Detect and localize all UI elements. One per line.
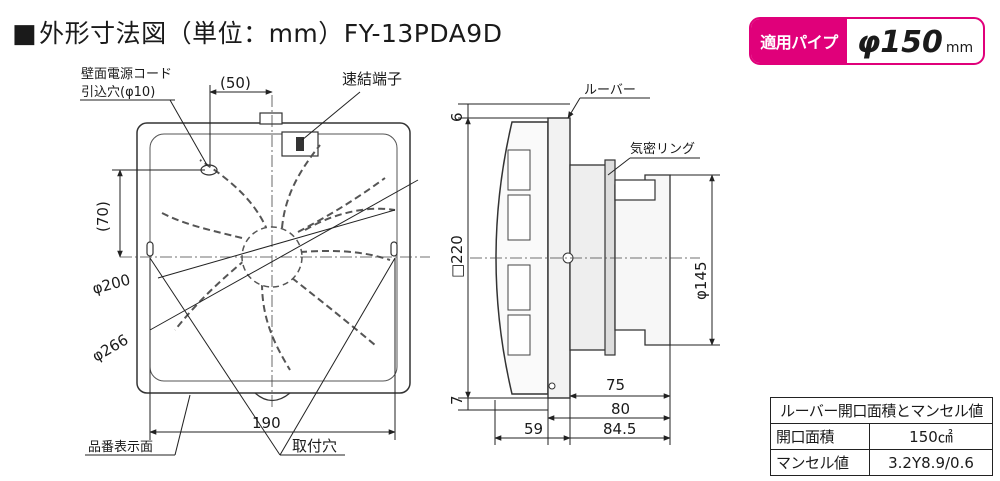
dim-220-label: □220 <box>448 235 466 278</box>
title-text: 外形寸法図（単位：mm）FY-13PDA9D <box>39 19 503 48</box>
dim-phi266-label: φ266 <box>89 331 131 366</box>
dim-phi145-label: φ145 <box>692 261 710 300</box>
front-top-tab <box>259 112 283 125</box>
side-screw-bottom <box>548 382 556 390</box>
pipe-badge-label: 適用パイプ <box>751 19 847 63</box>
dim-70-label: (70) <box>94 201 112 232</box>
side-motor-housing <box>569 164 611 351</box>
seal-ring-label: 気密リング <box>630 141 695 157</box>
title-square-mark: ■ <box>12 19 38 49</box>
dim-7-label: 7 <box>448 395 466 405</box>
spec-table: ルーバー開口面積とマンセル値 開口面積 150㎠ マンセル値 3.2Y8.9/0… <box>770 397 993 476</box>
cord-hole-label-line1: 壁面電源コード <box>81 67 172 82</box>
spec-key-open-area: 開口面積 <box>770 423 870 450</box>
spec-value-open-area: 150㎠ <box>869 423 993 450</box>
louver-slats <box>507 149 531 356</box>
side-terminal <box>614 179 656 201</box>
side-leaders <box>567 97 700 176</box>
pipe-badge: 適用パイプ φ150 mm <box>749 17 985 65</box>
pipe-diameter: φ150 <box>856 25 943 60</box>
page-title: ■外形寸法図（単位：mm）FY-13PDA9D <box>12 14 502 50</box>
dim-6-label: 6 <box>448 112 466 122</box>
dim-phi145 <box>670 174 720 346</box>
spec-value-munsell: 3.2Y8.9/0.6 <box>869 449 993 476</box>
side-view: ルーバー 気密リング 6 □220 7 φ145 <box>448 83 720 445</box>
front-bottom-tab <box>254 392 291 402</box>
mount-hole-left <box>146 241 154 257</box>
spec-key-munsell: マンセル値 <box>770 449 870 476</box>
dim-70 <box>112 169 205 258</box>
louver-label: ルーバー <box>584 83 636 98</box>
mount-hole-label: 取付穴 <box>292 437 337 455</box>
dim-50 <box>209 85 273 165</box>
mount-hole-right <box>390 241 398 257</box>
dim-vertical <box>458 103 570 411</box>
quick-terminal-label: 速結端子 <box>342 70 402 88</box>
cord-hole-label-line2: 引込穴(φ10) <box>81 85 155 100</box>
spec-table-header: ルーバー開口面積とマンセル値 <box>770 397 993 424</box>
table-row: マンセル値 3.2Y8.9/0.6 <box>770 449 993 476</box>
dim-190-label: 190 <box>252 414 281 432</box>
dim-80-label: 80 <box>611 400 630 418</box>
pipe-unit: mm <box>945 40 974 56</box>
front-view: (50) (70) φ200 φ266 190 壁面電源コード 引込穴(φ10)… <box>80 67 430 456</box>
pipe-badge-value: φ150 mm <box>847 19 983 63</box>
front-center-lines <box>120 95 430 410</box>
part-number-label: 品番表示面 <box>88 440 153 455</box>
dim-horizontal <box>494 345 671 445</box>
front-leaders <box>80 91 419 456</box>
fan-blades <box>159 144 396 371</box>
dim-75-label: 75 <box>606 376 625 394</box>
dim-50-label: (50) <box>220 74 251 92</box>
front-inner-frame <box>149 133 398 382</box>
dim-59-label: 59 <box>524 420 543 438</box>
seal-ring <box>604 159 616 356</box>
dim-84-5-label: 84.5 <box>603 420 636 438</box>
table-row: 開口面積 150㎠ <box>770 423 993 450</box>
dim-190 <box>149 258 396 440</box>
dim-phi200-label: φ200 <box>90 271 132 298</box>
quick-terminal-block <box>296 137 304 151</box>
